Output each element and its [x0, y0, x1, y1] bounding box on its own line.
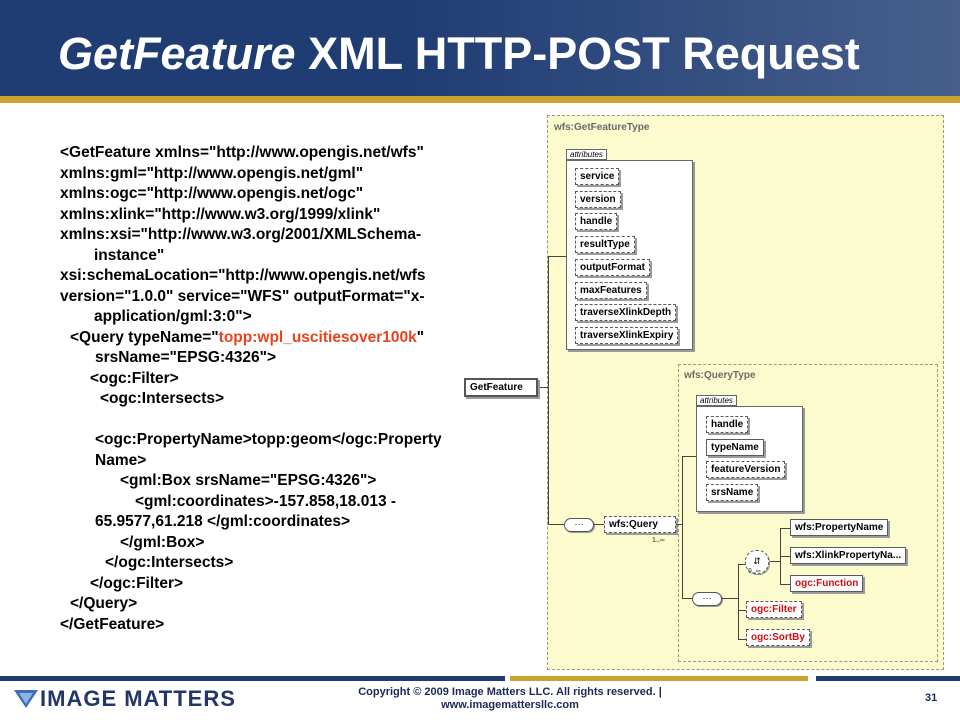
inner-sequence-icon: ···	[692, 592, 722, 606]
code-a-line: application/gml:3:0">	[94, 308, 252, 325]
getfeature-attributes-panel	[566, 160, 693, 350]
company-logo-text: IMAGE MATTERS	[40, 686, 236, 711]
code-b-line: </Query>	[70, 595, 138, 612]
slide-title: GetFeature XML HTTP-POST Request	[58, 28, 860, 80]
inner-seq-vertical	[738, 564, 739, 640]
seq-connector	[548, 524, 564, 525]
code-a-line: xsi:schemaLocation="http://www.opengis.n…	[60, 267, 426, 284]
header-gold-stripe	[0, 96, 960, 103]
page-number: 31	[925, 692, 938, 704]
code-block-top: <GetFeature xmlns="http://www.opengis.ne…	[60, 143, 530, 328]
code-a-line: xmlns:xsi="http://www.w3.org/2001/XMLSch…	[60, 226, 422, 243]
optional-item: ogc:SortBy	[746, 629, 810, 646]
title-italic: GetFeature	[58, 28, 296, 79]
copyright-notice: Copyright © 2009 Image Matters LLC. All …	[315, 686, 705, 712]
title-rest: XML HTTP-POST Request	[295, 28, 860, 79]
sequence-compositor-icon: ···	[564, 518, 594, 532]
attributes-tag: attributes	[566, 149, 607, 160]
footer-bar-gold	[510, 676, 808, 681]
choice-out	[770, 561, 780, 562]
getfeature-attr-item: traverseXlinkDepth	[575, 304, 677, 322]
choice-item: wfs:PropertyName	[790, 519, 889, 536]
code-b-line: 65.9577,61.218 </gml:coordinates>	[95, 513, 351, 530]
filter-connector	[738, 610, 746, 611]
code-a-line: xmlns:ogc="http://www.opengis.net/ogc"	[60, 185, 364, 202]
inner-seq-out	[722, 598, 738, 599]
getfeature-attr-item: resultType	[575, 236, 635, 254]
query-attr-item: featureVersion	[706, 461, 786, 478]
code-a-line: <GetFeature xmlns="http://www.opengis.ne…	[60, 144, 424, 161]
optional-item: ogc:Filter	[746, 601, 802, 618]
attrs-connector	[548, 256, 566, 257]
choice-item-connector	[780, 528, 790, 529]
code-b-line: <gml:Box srsName="EPSG:4326">	[120, 472, 377, 489]
inner-seq-connector	[682, 598, 692, 599]
getfeature-root-element: GetFeature	[464, 378, 538, 397]
choice-connector	[738, 564, 746, 565]
code-b-line: </ogc:Filter>	[90, 574, 184, 592]
query-to-type-connector	[676, 524, 682, 525]
choice-compositor-icon: ⇵	[745, 550, 769, 574]
code-b-line: </GetFeature>	[60, 615, 165, 633]
schema-diagram: wfs:GetFeatureType attributes service ver…	[464, 115, 944, 670]
company-website-link[interactable]: www.imagemattersllc.com	[441, 699, 579, 711]
query-attrs-connector	[682, 456, 696, 457]
choice-item-connector	[780, 584, 790, 585]
image-matters-logo-icon	[14, 690, 38, 708]
footer-bar-blue	[0, 676, 505, 681]
code-b-line	[60, 410, 530, 431]
getfeature-attr-item: maxFeatures	[575, 281, 647, 299]
code-a-line: xmlns:gml="http://www.opengis.net/gml"	[60, 164, 364, 182]
footer-bar-blue-right	[816, 676, 960, 681]
choice-item-connector	[780, 556, 790, 557]
code-b-line: <ogc:Filter>	[90, 369, 179, 387]
getfeature-attr-item: service	[575, 168, 620, 185]
code-b-line: <gml:coordinates>-157.858,18.013 -	[135, 492, 397, 510]
wfs-query-element: wfs:Query	[604, 516, 676, 533]
getfeaturetype-label: wfs:GetFeatureType	[554, 122, 650, 133]
query-attributes-tag: attributes	[696, 395, 737, 406]
getfeature-attr-item: traverseXlinkExpiry	[575, 326, 679, 344]
query-attr-item: srsName	[706, 483, 759, 501]
choice-item: wfs:XlinkPropertyNa...	[790, 547, 907, 564]
xml-code-listing: <GetFeature xmlns="http://www.opengis.ne…	[60, 143, 530, 635]
vertical-connector	[548, 256, 549, 525]
querytype-frame	[678, 364, 938, 662]
code-line-query: <Query typeName="topp:wpl_uscitiesover10…	[70, 328, 425, 346]
code-b-line: <ogc:PropertyName>topp:geom</ogc:Propert…	[95, 431, 442, 448]
getfeature-attr-item: outputFormat	[575, 258, 650, 276]
code-a-line: instance"	[94, 246, 165, 264]
query-attr-item: handle	[706, 416, 749, 433]
code-block-bottom: <ogc:Filter> <ogc:Intersects> <ogc:Proper…	[60, 369, 530, 636]
code-line-query-cont: srsName="EPSG:4326">	[95, 349, 277, 366]
getfeature-attr-item: handle	[575, 213, 618, 231]
header-banner	[0, 0, 960, 103]
query-multiplicity: 1..∞	[652, 537, 665, 544]
code-b-line: </ogc:Intersects>	[105, 554, 234, 571]
getfeature-attr-item: version	[575, 190, 621, 208]
code-a-line: xmlns:xlink="http://www.w3.org/1999/xlin…	[60, 205, 381, 223]
querytype-vertical-connector	[682, 456, 683, 599]
choice-item: ogc:Function	[790, 575, 864, 592]
highlighted-typename: topp:wpl_uscitiesover100k	[218, 328, 417, 346]
querytype-label: wfs:QueryType	[684, 370, 756, 381]
code-b-line: </gml:Box>	[120, 533, 205, 551]
code-b-line: Name>	[95, 451, 147, 469]
sortby-connector	[738, 639, 746, 640]
header-highlight	[400, 0, 960, 103]
seq-to-query-connector	[594, 524, 604, 525]
choice-multiplicity: 0..∞	[748, 568, 761, 575]
code-b-line: <ogc:Intersects>	[100, 390, 225, 407]
query-attr-item: typeName	[706, 438, 764, 456]
root-connector	[540, 387, 548, 388]
code-a-line: version="1.0.0" service="WFS" outputForm…	[60, 287, 425, 305]
